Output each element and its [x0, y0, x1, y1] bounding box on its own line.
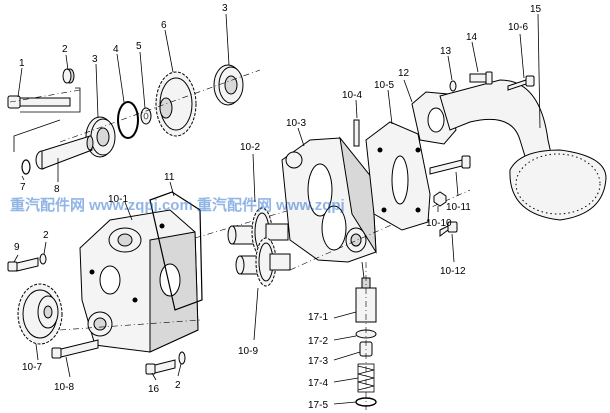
callout-15: 15	[530, 4, 542, 15]
callout-10-8: 10-8	[54, 382, 74, 393]
callout-11: 11	[164, 172, 175, 183]
callout-17-3: 17-3	[308, 356, 328, 367]
part-17-1-valve-plug	[333, 277, 377, 323]
callout-16: 16	[148, 384, 160, 395]
callout-9: 9	[14, 242, 20, 253]
part-2-washer-left	[39, 241, 47, 265]
callout-1: 1	[19, 58, 25, 69]
callout-10-12: 10-12	[440, 266, 466, 277]
part-10-6-bolt	[507, 33, 535, 91]
callout-10-2: 10-2	[240, 142, 260, 153]
callout-14: 14	[466, 32, 478, 43]
part-17-2-washer	[333, 329, 377, 341]
part-10-2-drive-gear	[227, 153, 289, 257]
callout-17-5: 17-5	[308, 400, 328, 411]
part-14-bolt	[469, 41, 493, 85]
part-9-bolt	[7, 254, 39, 272]
part-16-bolt	[145, 359, 176, 381]
part-10-3-pump-body	[281, 127, 377, 279]
part-15-suction-pipe	[439, 13, 607, 221]
part-6-gear	[155, 29, 197, 137]
callout-2-bottom: 2	[175, 380, 181, 391]
callout-8: 8	[54, 184, 60, 195]
watermark: 重汽配件网 www.zqpj.com 重汽配件网 www.zqpj	[10, 196, 345, 214]
part-10-9-driven-gear	[235, 237, 291, 341]
callout-13: 13	[440, 46, 452, 57]
part-10-11-bolt	[429, 155, 471, 197]
callout-10-1: 10-1	[108, 194, 128, 205]
part-10-4-pin	[353, 99, 360, 147]
callout-17-1: 17-1	[308, 312, 328, 323]
part-10-1-pump-housing	[79, 201, 199, 353]
part-7-oring	[21, 159, 31, 181]
callout-3-right: 3	[222, 3, 228, 14]
callout-10-6: 10-6	[508, 22, 528, 33]
axis-bolt	[9, 89, 81, 103]
part-3-bearing-left	[85, 63, 116, 158]
callout-2-top: 2	[62, 44, 68, 55]
part-11-gasket	[149, 181, 203, 311]
callout-12: 12	[398, 68, 410, 79]
callout-3-left: 3	[92, 54, 98, 65]
callout-2-left: 2	[43, 230, 49, 241]
part-10-10-nut	[433, 191, 447, 212]
callout-17-2: 17-2	[308, 336, 328, 347]
part-10-8-bolt	[51, 339, 99, 378]
part-17-5-snap-ring	[333, 397, 377, 407]
part-10-5-cover-plate	[365, 89, 431, 231]
part-4-snap-ring	[116, 53, 139, 139]
callout-6: 6	[161, 20, 167, 31]
part-10-7-gear	[17, 283, 63, 361]
part-3-bearing-right	[213, 13, 244, 106]
axis-upper	[59, 69, 261, 143]
bracket-bolt	[20, 87, 81, 113]
callout-10-5: 10-5	[374, 80, 394, 91]
callout-10-10: 10-10	[426, 218, 452, 229]
callout-10-7: 10-7	[22, 362, 42, 373]
callout-7: 7	[20, 182, 26, 193]
axis-housing	[194, 209, 291, 239]
part-8-shaft	[35, 135, 94, 182]
part-1-bolt	[7, 67, 71, 109]
part-2-washer-top	[62, 54, 75, 84]
callout-10-3: 10-3	[286, 118, 306, 129]
callout-10-11: 10-11	[446, 202, 471, 213]
callout-5: 5	[136, 41, 142, 52]
callout-10-9: 10-9	[238, 346, 258, 357]
part-2-washer-bottom	[177, 351, 186, 377]
callout-10-4: 10-4	[342, 90, 362, 101]
part-10-12-bolt	[439, 221, 458, 263]
part-17-4-spring	[333, 363, 375, 393]
part-5-washer	[139, 51, 152, 125]
callout-17-4: 17-4	[308, 378, 328, 389]
part-13-washer	[447, 55, 457, 92]
axis-housing-2	[59, 319, 201, 331]
bracket-shaft	[13, 119, 61, 152]
callout-4: 4	[113, 44, 119, 55]
